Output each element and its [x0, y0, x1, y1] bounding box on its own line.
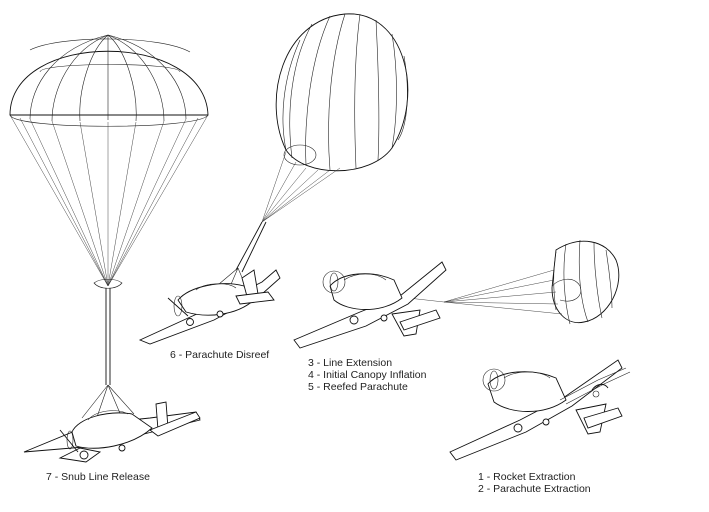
caption-line: 1 - Rocket Extraction — [478, 471, 576, 483]
disreef-canopy — [211, 13, 409, 297]
caption-stage-3-5: 3 - Line Extension 4 - Initial Canopy In… — [308, 357, 426, 393]
caption-line: 2 - Parachute Extraction — [478, 483, 591, 495]
caption-line: 4 - Initial Canopy Inflation — [308, 369, 427, 381]
full-canopy — [9, 34, 209, 289]
caption-stage-6: 6 - Parachute Disreef — [170, 349, 269, 361]
caption-line: 7 - Snub Line Release — [46, 471, 150, 483]
snub-line — [81, 288, 135, 421]
airplane-1-2 — [449, 359, 631, 461]
caption-stage-1-2: 1 - Rocket Extraction 2 - Parachute Extr… — [478, 471, 591, 495]
caption-line: 3 - Line Extension — [308, 357, 393, 369]
caption-line: 6 - Parachute Disreef — [170, 349, 270, 361]
caption-line: 5 - Reefed Parachute — [308, 381, 408, 393]
airplane-3-5 — [293, 261, 447, 349]
airplane-7 — [23, 401, 201, 463]
reefed-canopy — [389, 239, 620, 325]
caption-stage-7: 7 - Snub Line Release — [46, 471, 150, 483]
airplane-6 — [138, 269, 281, 345]
